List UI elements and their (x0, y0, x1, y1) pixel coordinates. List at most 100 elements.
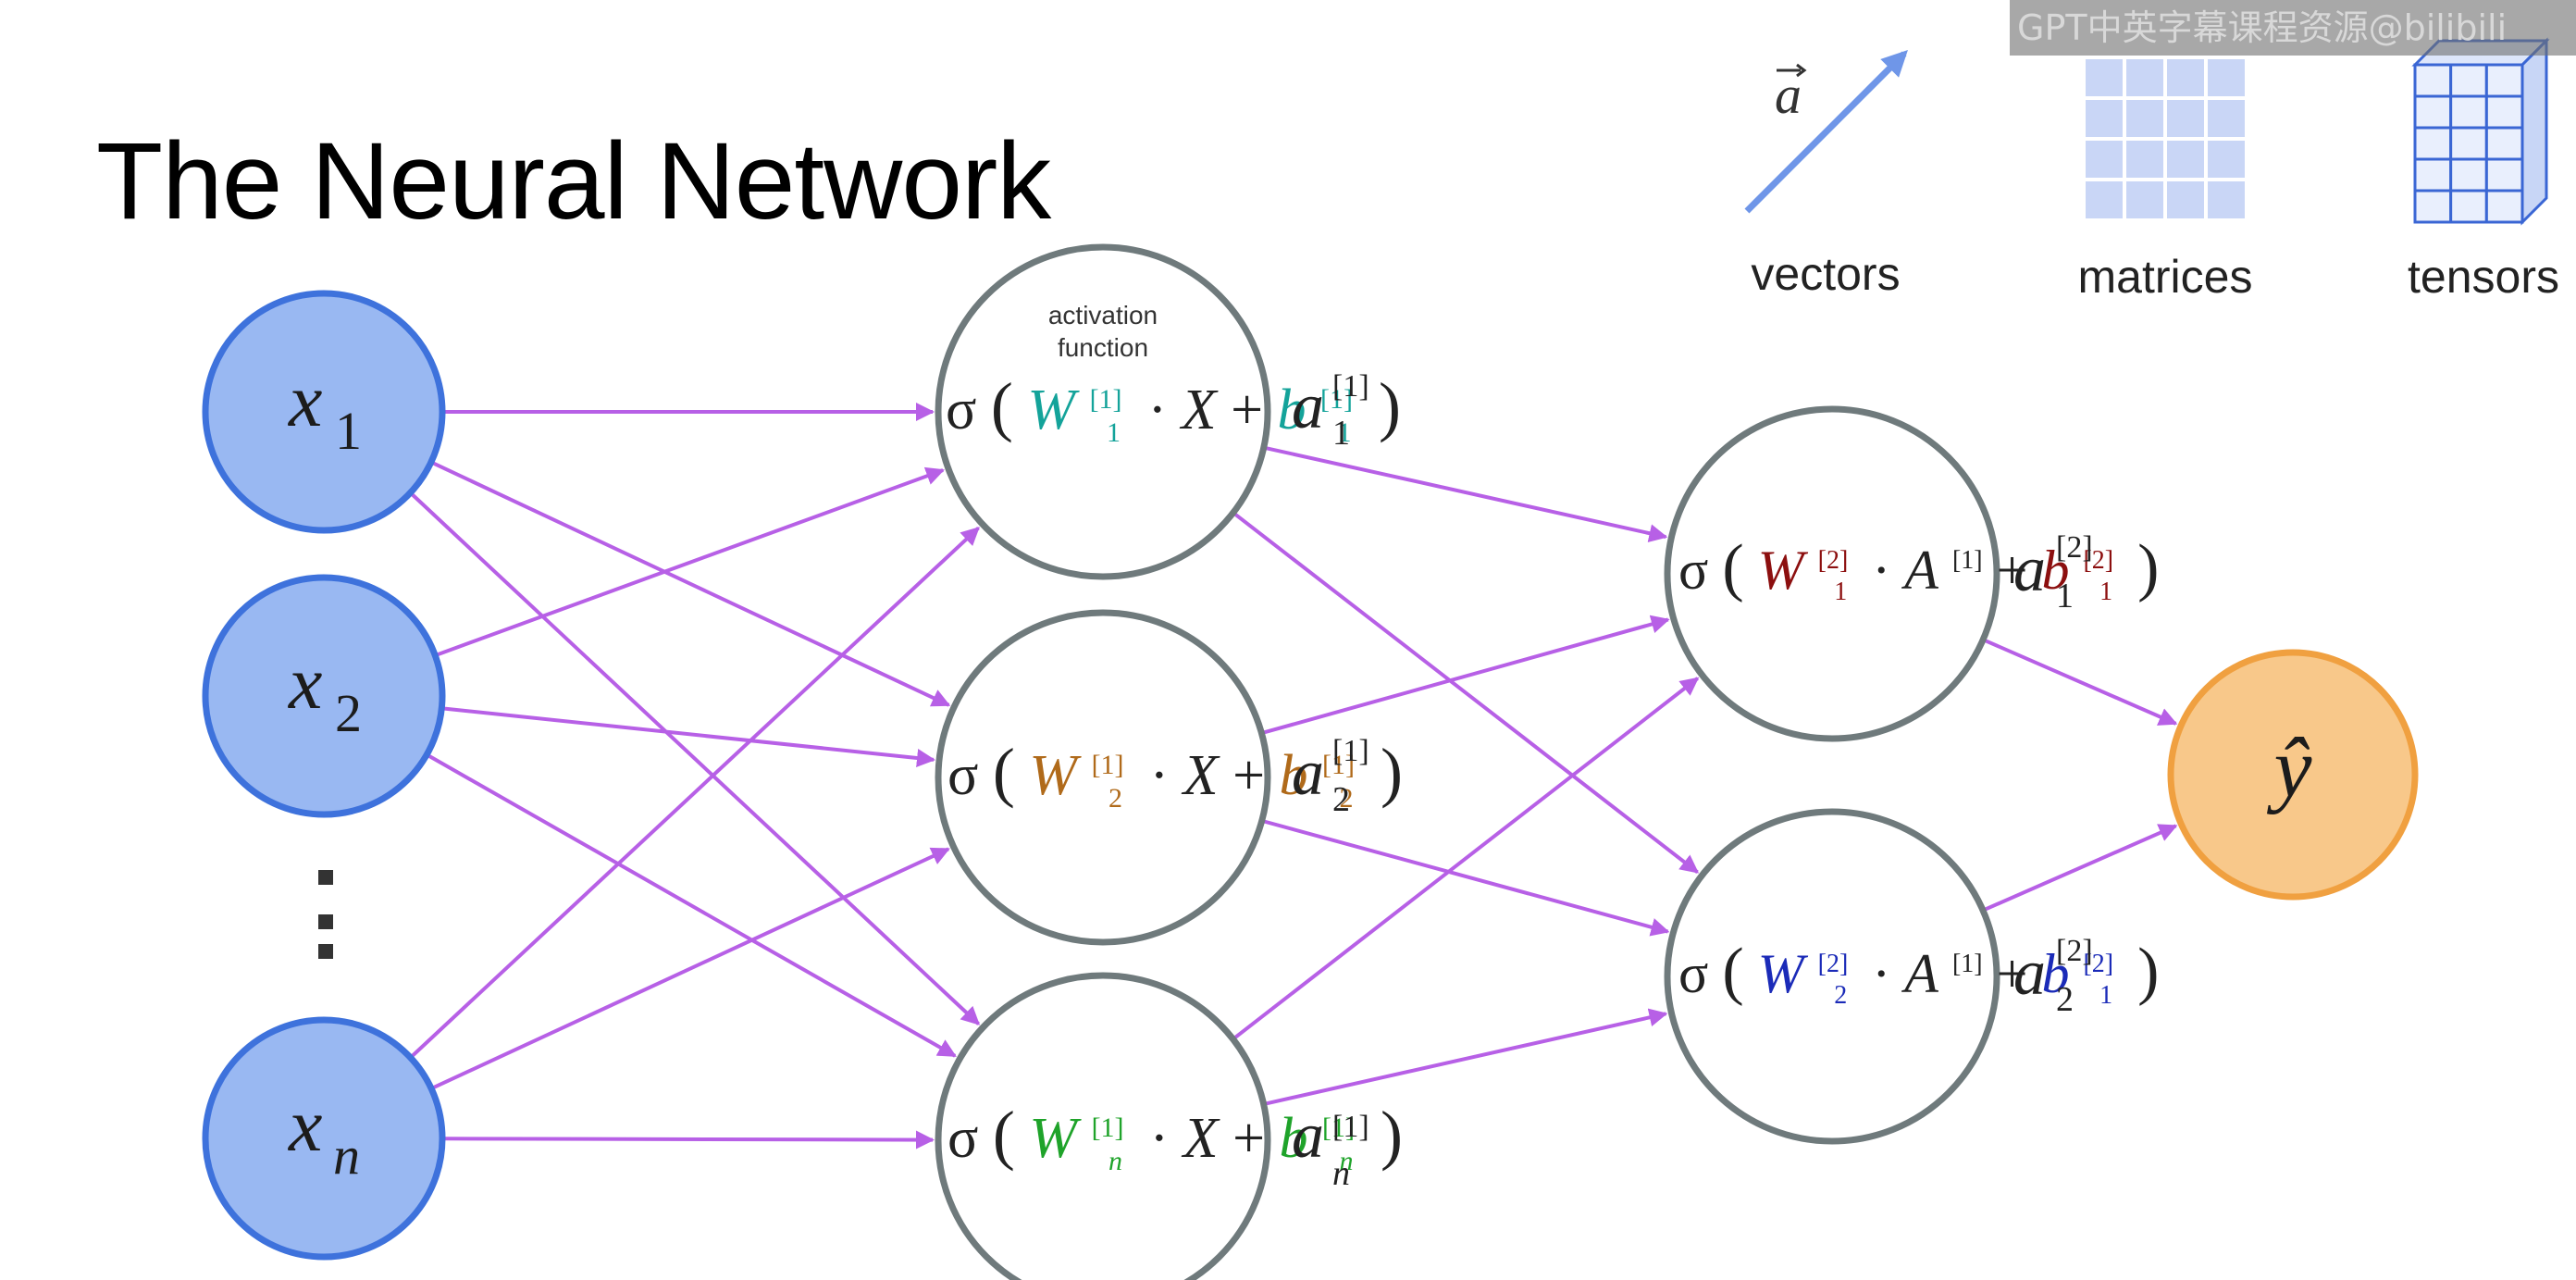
svg-text:1: 1 (1332, 414, 1350, 453)
svg-text:σ ( W [2]: σ ( W [2] 1 · A [1] + b [2] 1 ) (1678, 519, 2159, 612)
weight-symbol: W (1029, 1107, 1082, 1170)
edge-input-3-to-hidden1-2 (432, 847, 950, 1090)
bias-subscript: 2 (1340, 783, 1354, 814)
hidden2-node-1: σ ( W [2] 1 · A [1] + b [2] 1 ) (1664, 405, 2159, 742)
weight-symbol: W (1029, 744, 1082, 807)
input-matrix-symbol: X (1181, 1107, 1220, 1170)
edge-hidden1-3-to-hidden2-1 (1232, 677, 1700, 1040)
edge-hidden1-1-to-hidden2-1 (1265, 446, 1668, 542)
edge-input-3-to-hidden1-1 (410, 527, 980, 1058)
watermark: GPT中英字幕课程资源@bilibili (2010, 0, 2576, 56)
weight-subscript: n (1108, 1146, 1122, 1176)
sigma-symbol: σ (1678, 540, 1708, 601)
bias-subscript: 1 (2099, 981, 2112, 1010)
svg-text:1: 1 (2056, 577, 2074, 615)
weight-subscript: 2 (1108, 783, 1122, 814)
input-x2-symbol: x (288, 640, 322, 725)
bias-symbol: b (1278, 379, 1307, 441)
matrix-icon (2082, 56, 2248, 222)
svg-text:[2]: [2] (2056, 934, 2093, 968)
input-xn-symbol: x (288, 1083, 322, 1167)
prev-activation-symbol: A (1901, 540, 1938, 601)
weight-symbol: W (1027, 379, 1080, 441)
input-x2-subscript: 2 (335, 683, 362, 743)
svg-text:2: 2 (2056, 980, 2074, 1019)
hidden1-node-2: σ ( W [1] 2 · X + b [1] 2 ) (935, 609, 1403, 946)
prev-activation-symbol: A (1901, 943, 1938, 1004)
svg-text:a: a (2013, 938, 2046, 1009)
bias-symbol: b (2041, 540, 2069, 601)
edge-hidden2-1-to-output (1984, 639, 2178, 726)
edge-input-1-to-hidden1-3 (410, 492, 981, 1025)
input-node-x1: x 1 (202, 290, 446, 534)
edge-hidden1-2-to-hidden2-1 (1262, 615, 1670, 735)
weight-symbol: W (1758, 540, 1809, 601)
bias-subscript: 1 (2099, 578, 2112, 606)
legend: a vectors matrices tensors (1744, 37, 2559, 303)
sigma-symbol: σ (947, 744, 978, 807)
tensor-icon (2411, 37, 2550, 226)
input-matrix-symbol: X (1179, 379, 1219, 441)
sigma-symbol: σ (947, 1107, 978, 1170)
svg-text:n: n (1332, 1154, 1350, 1193)
edge-hidden1-2-to-hidden2-2 (1263, 819, 1670, 937)
bias-layer-sup: [1] (1322, 750, 1355, 780)
svg-text:σ ( W [1]: σ ( W [1] n · X + b [1] n ) (947, 1087, 1403, 1183)
svg-text:a: a (1292, 738, 1324, 809)
activation-caption-line2: function (1058, 333, 1148, 362)
svg-text:[1]: [1] (1332, 369, 1369, 404)
svg-text:[1]: [1] (1332, 1110, 1369, 1144)
legend-label-matrices: matrices (2078, 251, 2253, 303)
activation-label-a1-1: a [1] 1 (1292, 369, 1369, 453)
weight-subscript: 2 (1834, 981, 1847, 1010)
legend-label-vectors: vectors (1751, 248, 1900, 300)
activation-label-a1-n: a [1] n (1292, 1100, 1369, 1193)
hidden1-node-3: σ ( W [1] n · X + b [1] n ) (935, 972, 1403, 1280)
bias-symbol: b (1280, 1107, 1308, 1170)
svg-text:σ ( W [1]: σ ( W [1] 2 · X + b [1] 2 ) (947, 724, 1403, 820)
weight-symbol: W (1758, 943, 1809, 1004)
weight-subscript: 1 (1107, 417, 1121, 448)
edge-input-2-to-hidden1-2 (443, 706, 935, 767)
input-ellipsis (318, 870, 333, 959)
input-matrix-symbol: X (1181, 744, 1220, 807)
sigma-symbol: σ (1678, 943, 1708, 1004)
page-title: The Neural Network (96, 120, 1051, 242)
input-node-x2: x 2 (202, 574, 446, 818)
prev-activation-sup: [1] (1952, 546, 1983, 575)
activation-label-a1-2: a [1] 2 (1292, 734, 1369, 819)
bias-subscript: n (1340, 1146, 1354, 1176)
activation-caption-line1: activation (1048, 301, 1158, 329)
input-node-xn: x n (202, 1016, 446, 1261)
bias-symbol: b (1280, 744, 1308, 807)
weight-layer-sup: [1] (1092, 750, 1124, 780)
weight-layer-sup: [2] (1818, 950, 1849, 978)
svg-text:σ ( W [1]: σ ( W [1] 1 · X + b [1] 1 ) (946, 358, 1401, 454)
input-x1-symbol: x (288, 358, 322, 442)
svg-text:a: a (2013, 534, 2046, 605)
edge-input-2-to-hidden1-3 (427, 753, 957, 1058)
svg-text:2: 2 (1332, 780, 1350, 819)
vector-icon: a (1744, 50, 1908, 214)
connection-edges (410, 403, 2178, 1150)
edge-input-1-to-hidden1-2 (431, 461, 951, 707)
edge-hidden1-1-to-hidden2-2 (1233, 512, 1700, 874)
input-xn-subscript: n (333, 1125, 360, 1186)
svg-text:a: a (1292, 371, 1324, 442)
bias-layer-sup: [2] (2083, 546, 2113, 575)
hidden2-node-2: σ ( W [2] 2 · A [1] + b [2] 1 ) (1664, 808, 2159, 1145)
bias-subscript: 1 (1338, 417, 1352, 448)
hidden1-node-1: activation function σ ( W [1] 1 · X + b … (935, 243, 1401, 580)
edge-input-2-to-hidden1-1 (436, 466, 946, 657)
bias-layer-sup: [1] (1320, 384, 1353, 415)
weight-layer-sup: [2] (1818, 546, 1849, 575)
svg-text:a: a (1292, 1100, 1324, 1172)
activation-label-a2-2: a [2] 2 (2013, 934, 2093, 1019)
edge-hidden2-2-to-output (1984, 824, 2178, 912)
bias-symbol: b (2041, 943, 2069, 1004)
output-node: ŷ (2167, 649, 2419, 901)
weight-layer-sup: [1] (1092, 1112, 1124, 1143)
weight-layer-sup: [1] (1090, 384, 1122, 415)
edge-input-3-to-hidden1-3 (443, 1130, 935, 1150)
